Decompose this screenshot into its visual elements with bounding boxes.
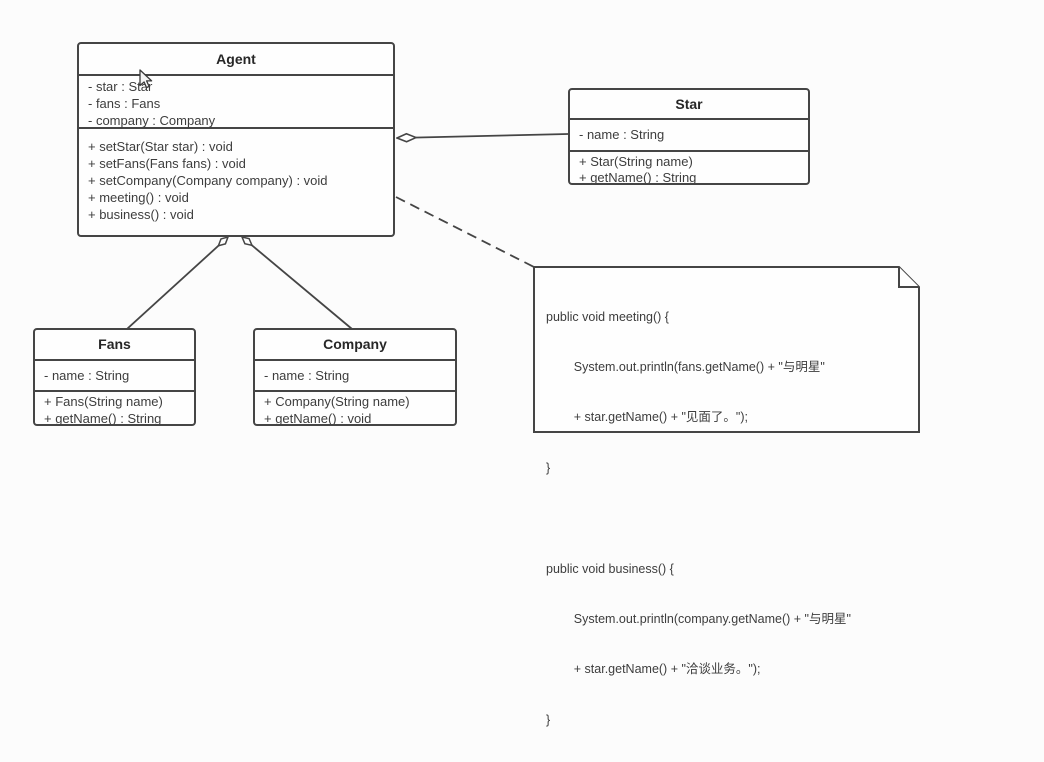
mouse-cursor-icon bbox=[139, 69, 153, 89]
code-line: public void business() { bbox=[546, 561, 674, 576]
fans-methods: + Fans(String name) + getName() : String bbox=[35, 392, 194, 426]
method-line: + meeting() : void bbox=[88, 190, 189, 205]
class-box-company[interactable]: Company - name : String + Company(String… bbox=[253, 328, 457, 426]
code-line: System.out.println(fans.getName() + "与明星… bbox=[546, 359, 825, 374]
company-methods: + Company(String name) + getName() : voi… bbox=[255, 392, 455, 426]
class-box-fans[interactable]: Fans - name : String + Fans(String name)… bbox=[33, 328, 196, 426]
company-attributes: - name : String bbox=[255, 361, 455, 392]
attribute-line: - company : Company bbox=[88, 113, 216, 128]
aggregation-agent-star[interactable] bbox=[397, 134, 569, 138]
class-box-agent[interactable]: Agent - star : Star - fans : Fans - comp… bbox=[77, 42, 395, 237]
code-line bbox=[546, 510, 920, 527]
agent-methods: + setStar(Star star) : void + setFans(Fa… bbox=[79, 129, 393, 223]
code-line: public void meeting() { bbox=[546, 309, 669, 324]
connector-layer bbox=[126, 0, 920, 433]
attribute-line: - name : String bbox=[579, 127, 665, 142]
method-line: + getName() : String bbox=[579, 170, 697, 185]
star-attributes: - name : String bbox=[570, 120, 808, 152]
agent-attributes: - star : Star - fans : Fans - company : … bbox=[79, 76, 393, 129]
code-note-shape[interactable] bbox=[533, 266, 920, 433]
attribute-line: - fans : Fans bbox=[88, 96, 161, 111]
aggregation-agent-fans[interactable] bbox=[126, 237, 228, 330]
method-line: + setCompany(Company company) : void bbox=[88, 173, 328, 188]
code-line: } bbox=[546, 460, 551, 475]
method-line: + getName() : String bbox=[44, 410, 162, 426]
code-line: } bbox=[546, 712, 551, 727]
aggregation-agent-company[interactable] bbox=[242, 237, 353, 330]
code-line: System.out.println(company.getName() + "… bbox=[546, 611, 851, 626]
class-title-fans: Fans bbox=[35, 330, 194, 361]
note-anchor-line[interactable] bbox=[395, 196, 537, 269]
class-box-star[interactable]: Star - name : String + Star(String name)… bbox=[568, 88, 810, 185]
fans-attributes: - name : String bbox=[35, 361, 194, 392]
method-line: + Star(String name) bbox=[579, 154, 693, 169]
method-line: + Company(String name) bbox=[264, 394, 410, 409]
attribute-line: - name : String bbox=[44, 368, 130, 383]
uml-diagram-canvas: Agent - star : Star - fans : Fans - comp… bbox=[33, 0, 920, 727]
attribute-line: - name : String bbox=[264, 368, 350, 383]
method-line: + setStar(Star star) : void bbox=[88, 139, 233, 154]
note-fold-corner-icon bbox=[898, 267, 919, 288]
class-title-company: Company bbox=[255, 330, 455, 361]
method-line: + setFans(Fans fans) : void bbox=[88, 156, 246, 171]
code-line: + star.getName() + "洽谈业务。"); bbox=[546, 662, 761, 677]
method-line: + Fans(String name) bbox=[44, 394, 163, 409]
star-methods: + Star(String name) + getName() : String bbox=[570, 152, 808, 185]
method-line: + business() : void bbox=[88, 207, 194, 222]
code-line: + star.getName() + "见面了。"); bbox=[546, 410, 748, 425]
class-title-star: Star bbox=[570, 90, 808, 120]
code-note-text: public void meeting() { System.out.print… bbox=[546, 275, 920, 727]
class-title-agent: Agent bbox=[79, 44, 393, 76]
attribute-line: - star : Star bbox=[88, 79, 153, 94]
method-line: + getName() : void bbox=[264, 410, 372, 426]
